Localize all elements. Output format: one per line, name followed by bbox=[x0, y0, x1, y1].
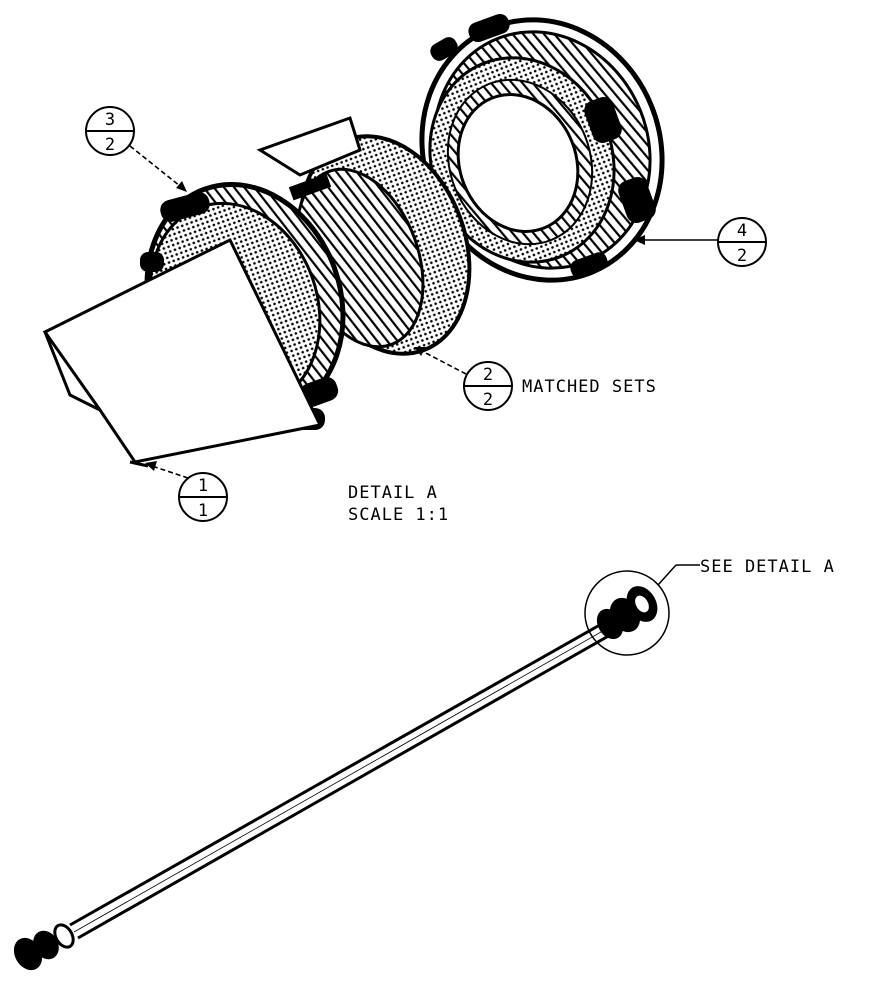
balloon-3: 3 2 bbox=[85, 106, 187, 192]
balloon-4-item: 4 bbox=[737, 221, 747, 241]
balloon-1: 1 1 bbox=[145, 461, 228, 522]
balloon-4: 4 2 bbox=[634, 217, 767, 267]
leader-line-1 bbox=[151, 465, 189, 479]
leader-arrow-1 bbox=[145, 461, 157, 471]
balloon-2: 2 2 MATCHED SETS bbox=[414, 347, 657, 411]
balloon-2-item: 2 bbox=[483, 365, 493, 385]
matched-sets-note: MATCHED SETS bbox=[522, 377, 657, 397]
detail-title: DETAIL A bbox=[348, 483, 438, 503]
leader-arrow-4 bbox=[634, 235, 645, 245]
see-detail-note: SEE DETAIL A bbox=[700, 557, 835, 577]
balloon-1-qty: 1 bbox=[198, 501, 208, 521]
tube-part-1 bbox=[42, 237, 323, 468]
balloon-3-qty: 2 bbox=[105, 135, 115, 155]
balloon-3-item: 3 bbox=[105, 110, 115, 130]
tube-assembly-main-view bbox=[13, 586, 658, 971]
balloon-1-item: 1 bbox=[198, 476, 208, 496]
balloon-4-qty: 2 bbox=[737, 246, 747, 266]
coupling-nut-part-4 bbox=[419, 13, 665, 283]
detail-a-circle bbox=[584, 570, 670, 656]
leader-line-2 bbox=[419, 349, 467, 375]
leader-line-3 bbox=[129, 145, 186, 191]
balloon-2-qty: 2 bbox=[483, 390, 493, 410]
detail-a-callout: SEE DETAIL A bbox=[584, 557, 835, 656]
leader-arrow-2 bbox=[414, 347, 426, 356]
leader-arrow-3 bbox=[176, 181, 187, 192]
detail-scale: SCALE 1:1 bbox=[348, 505, 449, 525]
detail-label: DETAIL A SCALE 1:1 bbox=[348, 483, 449, 525]
